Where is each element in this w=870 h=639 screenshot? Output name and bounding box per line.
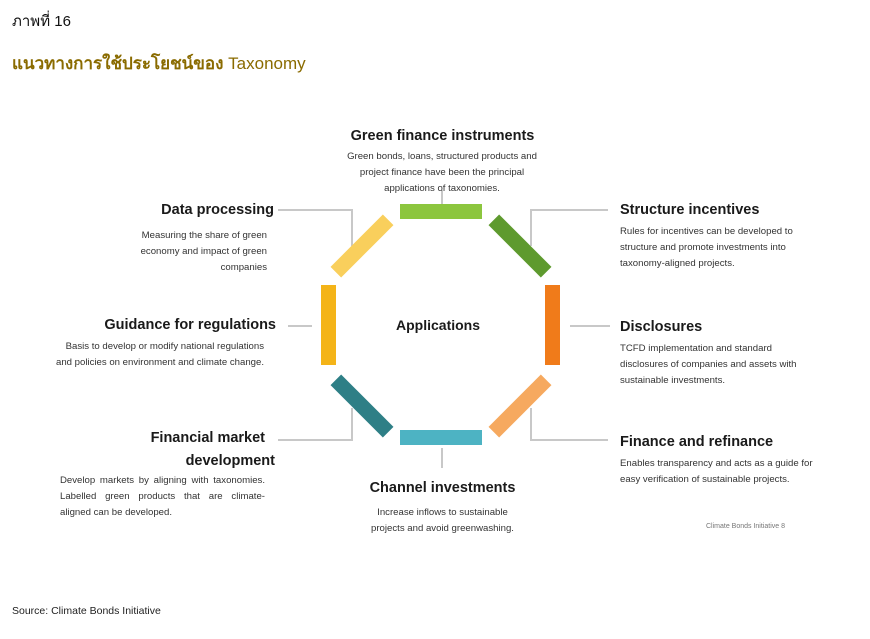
center-label: Applications [396, 317, 481, 333]
figure-title: แนวทางการใช้ประโยชน์ของ Taxonomy [12, 50, 306, 77]
node-finance-refinance-description: Enables transparency and acts as a guide… [620, 458, 813, 485]
node-financial-market-description: Develop markets by aligning with taxonom… [60, 475, 265, 518]
segment-data-processing [330, 214, 394, 278]
connector-financial-market [278, 408, 353, 441]
node-disclosures-description: TCFD implementation and standard disclos… [620, 343, 797, 386]
segment-disclosures [545, 285, 560, 365]
connector-structure-incentives [530, 209, 608, 246]
segment-financial-market [330, 374, 394, 438]
node-finance-refinance-heading: Finance and refinance [620, 434, 774, 450]
credit-label: Climate Bonds Initiative 8 [706, 523, 785, 530]
segment-guidance-regulations [321, 285, 336, 365]
node-data-processing-description: Measuring the share of green economy and… [140, 230, 267, 273]
node-structure-incentives-heading: Structure incentives [620, 202, 760, 218]
connector-finance-refinance [530, 408, 608, 441]
segment-channel-investments [400, 430, 482, 445]
diagram-panel: Applications Green finance instruments G… [50, 128, 820, 536]
node-green-finance-description: Green bonds, loans, structured products … [347, 151, 537, 194]
figure-title-latin: Taxonomy [228, 54, 306, 73]
figure-title-thai: แนวทางการใช้ประโยชน์ของ [12, 54, 224, 73]
node-channel-investments-description: Increase inflows to sustainable projects… [371, 507, 514, 534]
node-financial-market-heading-line2: development [185, 453, 275, 469]
figure-label: ภาพที่ 16 [12, 13, 71, 30]
node-guidance-regulations-heading: Guidance for regulations [104, 317, 276, 333]
node-green-finance-heading: Green finance instruments [350, 128, 535, 144]
segment-finance-refinance [488, 374, 552, 438]
node-data-processing-heading: Data processing [161, 202, 274, 218]
node-financial-market-heading-line1: Financial market [150, 430, 265, 446]
segment-structure-incentives [488, 214, 552, 278]
node-disclosures-heading: Disclosures [620, 319, 703, 335]
node-channel-investments-heading: Channel investments [369, 480, 516, 496]
node-structure-incentives-description: Rules for incentives can be developed to… [620, 226, 793, 269]
segment-green-finance [400, 204, 482, 219]
connector-data-processing [278, 209, 353, 246]
octagon-diagram [278, 190, 610, 468]
node-guidance-regulations-description: Basis to develop or modify national regu… [56, 341, 264, 368]
source-note: Source: Climate Bonds Initiative [12, 605, 161, 617]
